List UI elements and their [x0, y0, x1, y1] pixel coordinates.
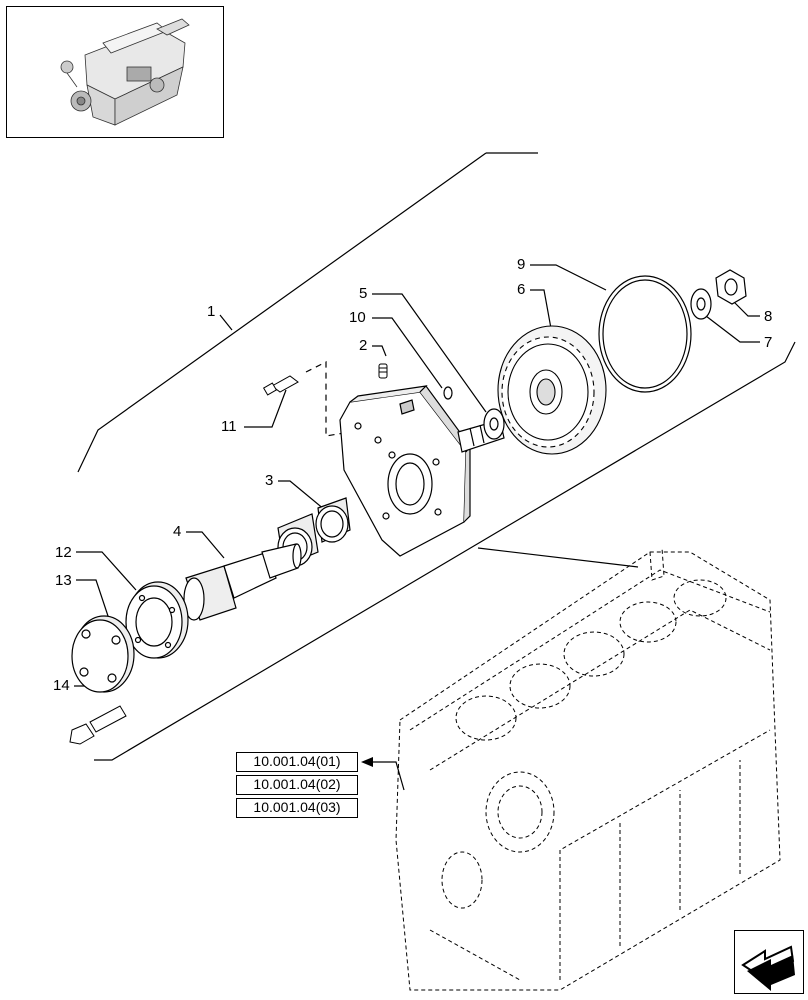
callout-11: 11 [221, 418, 237, 435]
engine-thumbnail-icon [60, 18, 190, 126]
reference-link-03[interactable]: 10.001.04(03) [236, 798, 358, 818]
part-shaft-4 [183, 543, 302, 621]
callout-14: 14 [53, 677, 70, 694]
assembly-boundary-left [77, 152, 487, 473]
callout-6: 6 [517, 281, 525, 298]
callout-7: 7 [764, 334, 772, 351]
callout-5: 5 [359, 285, 367, 302]
part-gear-6 [497, 325, 607, 455]
callout-8: 8 [764, 308, 772, 325]
part-washer-5 [483, 408, 505, 440]
assembly-pointer [477, 547, 639, 568]
next-page-button[interactable] [734, 930, 804, 994]
leader-3 [278, 480, 326, 511]
leader-7 [705, 315, 760, 343]
callout-2: 2 [359, 337, 367, 354]
leader-6 [530, 289, 553, 335]
reference-link-01[interactable]: 10.001.04(01) [236, 752, 358, 772]
callout-9: 9 [517, 256, 525, 273]
ref-arrow-head [361, 757, 373, 767]
part-oring-9 [598, 275, 692, 393]
dashed-align-11 [305, 361, 351, 437]
part-plug-2 [378, 363, 388, 379]
reference-link-02[interactable]: 10.001.04(02) [236, 775, 358, 795]
ref-arrow-line [372, 761, 405, 791]
part-screw-11 [262, 375, 299, 396]
next-page-arrow-icon [741, 945, 795, 991]
leader-10 [372, 317, 443, 389]
part-flange-12 [125, 581, 189, 659]
leader-5 [372, 293, 487, 413]
part-nut-8 [715, 269, 747, 305]
engine-block [395, 547, 781, 991]
part-washer-7 [690, 288, 712, 320]
leader-12 [76, 551, 137, 591]
callout-13: 13 [55, 572, 72, 589]
part-oring-10 [443, 386, 453, 400]
callout-1: 1 [207, 303, 215, 320]
callout-10: 10 [349, 309, 366, 326]
pump-body [339, 385, 505, 557]
callout-12: 12 [55, 544, 72, 561]
part-bolt-14 [69, 705, 127, 745]
leader-13 [76, 579, 111, 623]
assembly-boundary-right [94, 341, 796, 761]
leader-9 [530, 264, 607, 291]
callout-3: 3 [265, 472, 273, 489]
leader-2 [372, 345, 387, 357]
leader-11 [244, 389, 287, 428]
engine-thumbnail [6, 6, 224, 138]
callout-4: 4 [173, 523, 181, 540]
leader-4 [186, 531, 225, 559]
leader-1 [219, 314, 233, 331]
leader-8 [733, 301, 760, 317]
part-cover-13 [71, 615, 135, 693]
